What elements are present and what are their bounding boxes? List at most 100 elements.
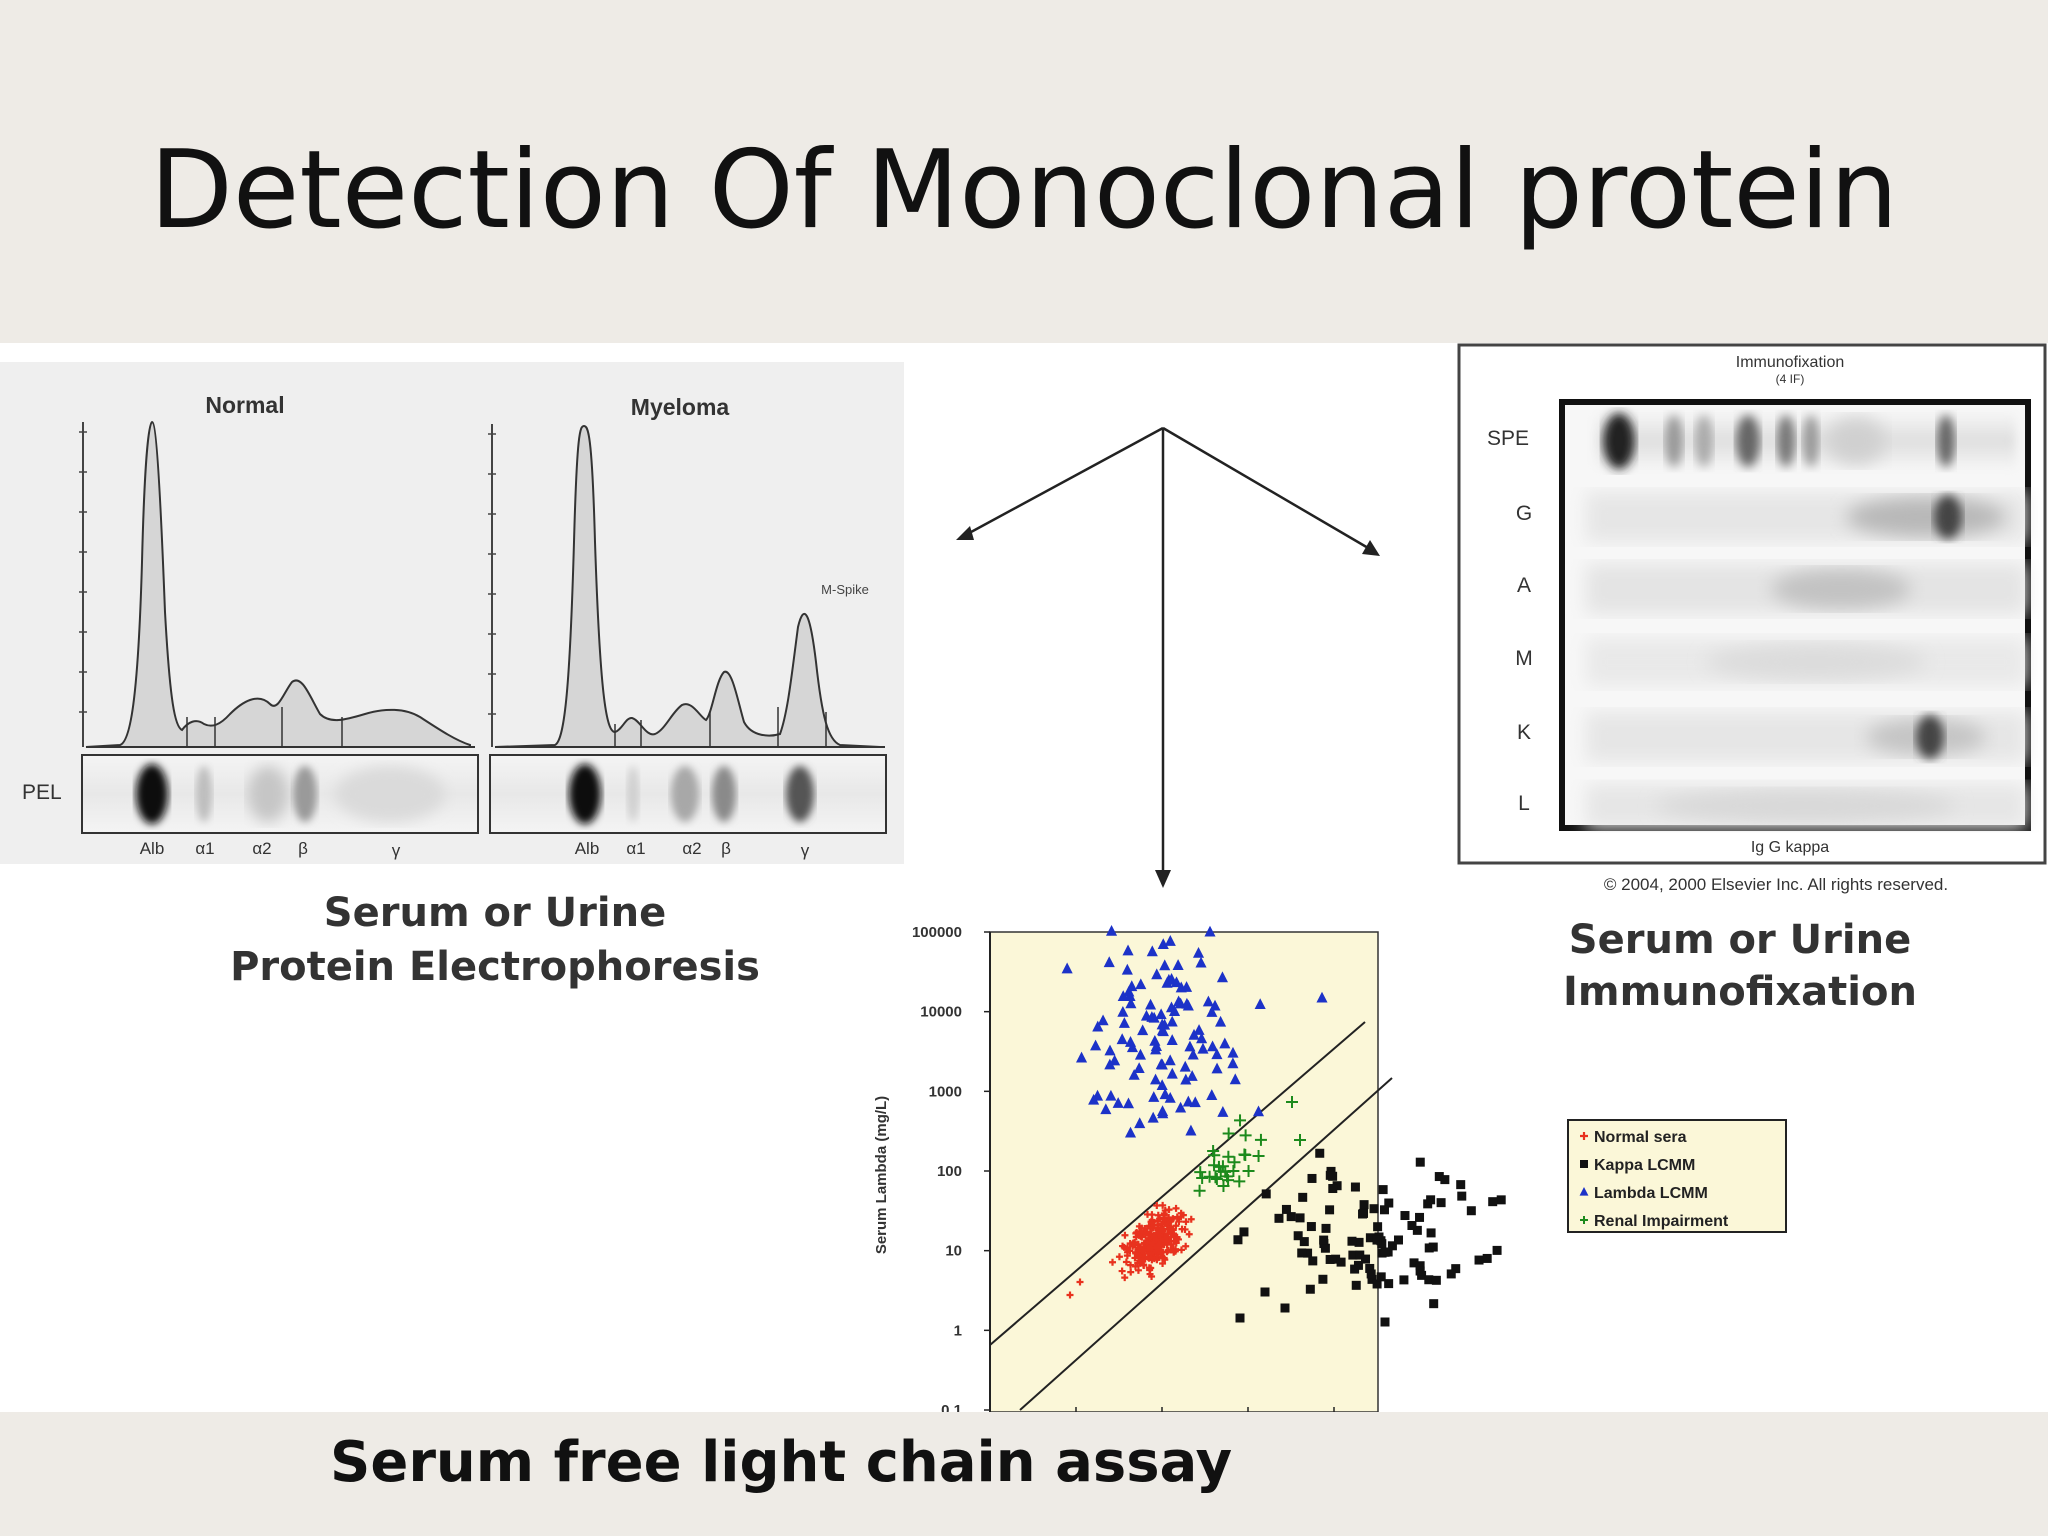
- data-point: [1178, 1225, 1186, 1233]
- normal-label-alb: Alb: [140, 839, 165, 858]
- data-point: [1146, 945, 1158, 957]
- immunofixation-caption-line2: Immunofixation: [1563, 969, 1917, 1015]
- data-point: [1242, 1164, 1255, 1177]
- data-point: [1316, 991, 1328, 1003]
- data-point: [1372, 1235, 1382, 1245]
- data-point: [1325, 1205, 1335, 1215]
- normal-densitometry-trace: [79, 420, 475, 748]
- data-point: [1434, 1172, 1444, 1182]
- electrophoresis-caption: Serum or Urine Protein Electrophoresis: [180, 886, 810, 994]
- myeloma-label-alpha1: α1: [626, 839, 645, 858]
- data-point: [1415, 1212, 1425, 1222]
- data-point: [1206, 1006, 1218, 1017]
- data-point: [1179, 1060, 1191, 1072]
- data-point: [1466, 1206, 1476, 1216]
- data-point: [1150, 1232, 1158, 1240]
- data-point: [1146, 1011, 1158, 1022]
- data-point: [1384, 1198, 1394, 1208]
- data-point: [1366, 1269, 1376, 1279]
- data-point: [1150, 1040, 1162, 1051]
- data-point: [1155, 1008, 1167, 1020]
- data-point: [1350, 1182, 1360, 1192]
- data-point: [1180, 981, 1193, 992]
- myeloma-label-gamma: γ: [801, 841, 810, 860]
- data-point: [1169, 1245, 1177, 1253]
- data-point: [1211, 1048, 1223, 1060]
- data-point: [1252, 1149, 1265, 1162]
- data-point: [1210, 1172, 1223, 1185]
- data-point: [1159, 1088, 1171, 1100]
- data-point: [1222, 1127, 1235, 1140]
- data-point: [1197, 1042, 1209, 1054]
- data-point: [1105, 925, 1118, 936]
- data-point: [1295, 1213, 1305, 1223]
- lane-m: [1586, 638, 2026, 686]
- data-point: [1187, 1215, 1195, 1223]
- strip-label-pel: PEL: [22, 781, 62, 804]
- data-point: [1217, 1106, 1229, 1117]
- data-point: [1219, 1037, 1231, 1049]
- data-point: [1153, 1256, 1161, 1264]
- data-point: [1147, 1250, 1155, 1258]
- y-axis-label: Serum Lambda (mg/L): [873, 1096, 890, 1254]
- immunofixation-caption: Serum or Urine Immunofixation: [1540, 914, 1940, 1018]
- electrophoresis-caption-line1: Serum or Urine: [323, 890, 667, 936]
- immunofixation-title: Immunofixation: [1736, 354, 1845, 371]
- data-point: [1320, 1243, 1330, 1253]
- data-point: [1303, 1248, 1313, 1258]
- data-point: [1125, 997, 1137, 1009]
- data-point: [1233, 1235, 1243, 1245]
- data-point: [1293, 1231, 1303, 1241]
- data-point: [1193, 1024, 1205, 1035]
- data-point: [1229, 1073, 1241, 1085]
- data-point: [1175, 1101, 1187, 1113]
- data-point: [1325, 1254, 1335, 1264]
- lane-a: [1586, 564, 2026, 614]
- y-tick-label: 100: [937, 1163, 962, 1180]
- immunofixation-figure: Immunofixation (4 IF) SPE G A M K L: [1457, 343, 2047, 894]
- data-point: [1426, 1195, 1436, 1205]
- data-point: [1126, 1041, 1139, 1053]
- arrow-head-left: [956, 526, 974, 540]
- data-point: [1164, 1091, 1176, 1103]
- data-point: [1166, 1067, 1178, 1079]
- data-point: [1159, 1201, 1167, 1209]
- data-point: [1361, 1254, 1371, 1264]
- data-point: [1378, 1185, 1388, 1195]
- data-point: [1092, 1020, 1104, 1032]
- data-point: [1415, 1261, 1425, 1271]
- data-point: [1134, 1117, 1146, 1129]
- data-point: [1216, 971, 1229, 983]
- data-point: [1233, 1175, 1246, 1188]
- data-point: [1151, 968, 1163, 980]
- data-point: [1336, 1257, 1346, 1267]
- legend-entry-label: Normal sera: [1594, 1129, 1687, 1146]
- immunofixation-caption-line1: Serum or Urine: [1568, 917, 1912, 963]
- data-point: [1373, 1222, 1383, 1232]
- data-point: [1415, 1157, 1425, 1167]
- data-point: [1122, 1097, 1135, 1109]
- data-point: [1354, 1237, 1364, 1247]
- data-point: [1286, 1212, 1296, 1222]
- data-point: [1376, 1272, 1386, 1282]
- data-point: [1076, 1278, 1084, 1286]
- data-point: [1195, 956, 1207, 968]
- data-point: [1193, 1184, 1206, 1197]
- data-point: [1090, 1039, 1102, 1051]
- data-point: [1580, 1132, 1588, 1140]
- data-point: [1436, 1198, 1446, 1208]
- data-point: [1194, 1166, 1207, 1179]
- data-point: [1222, 1150, 1235, 1163]
- lane-label-g: G: [1516, 502, 1532, 525]
- data-point: [1140, 1261, 1148, 1269]
- data-point: [1133, 1062, 1145, 1074]
- y-tick-label: 10000: [920, 1004, 962, 1021]
- data-point: [1234, 1114, 1247, 1127]
- data-point: [1239, 1129, 1252, 1142]
- data-point: [1319, 1235, 1329, 1245]
- data-point: [1124, 1126, 1137, 1138]
- data-point: [1207, 1040, 1219, 1052]
- immunofixation-result-label: Ig G kappa: [1751, 839, 1829, 856]
- data-point: [1331, 1254, 1341, 1264]
- data-point: [1100, 1103, 1112, 1115]
